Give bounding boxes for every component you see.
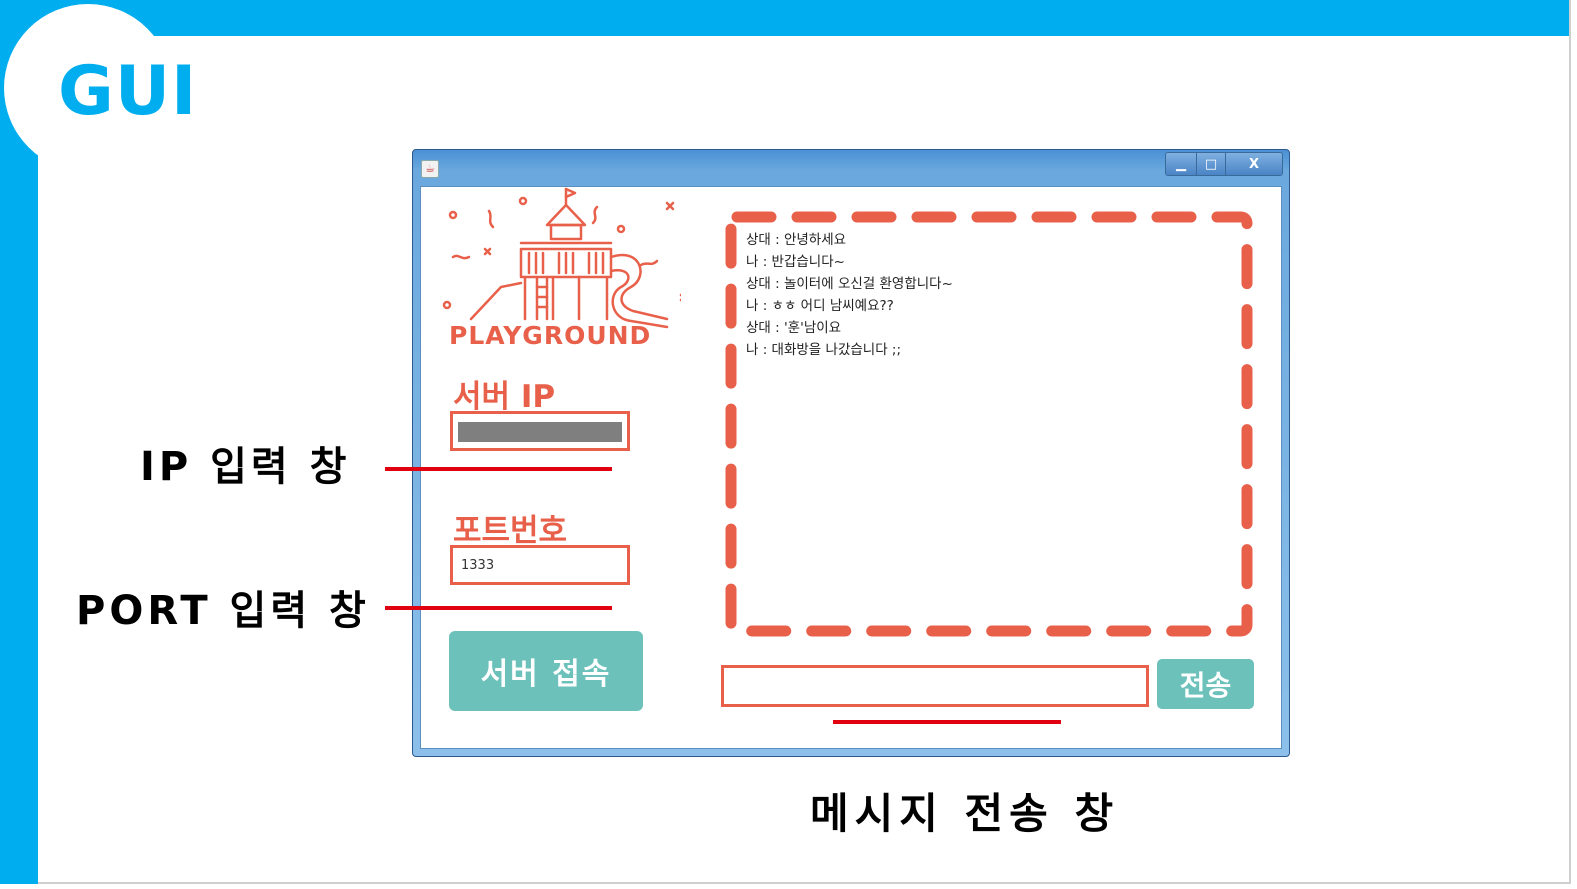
- annotation-ip-input: IP 입력 창: [140, 444, 351, 490]
- send-button[interactable]: 전송: [1157, 659, 1254, 709]
- window-titlebar[interactable]: ☕ ▁ □ X: [413, 150, 1289, 186]
- server-connect-button[interactable]: 서버 접속: [449, 631, 643, 711]
- annotation-line-ip: [385, 467, 612, 471]
- close-button[interactable]: X: [1226, 153, 1282, 175]
- window-client-area: PLAYGROUND 서버 IP 포트번호 서버 접속 상대 : 안녕하세요 나…: [420, 186, 1282, 749]
- app-window: ☕ ▁ □ X: [412, 149, 1290, 757]
- port-label: 포트번호: [453, 513, 568, 549]
- playground-logo-icon: [442, 187, 681, 329]
- chat-message: 상대 : 안녕하세요: [746, 232, 847, 248]
- java-cup-icon: ☕: [421, 160, 439, 178]
- annotation-message-input: 메시지 전송 창: [810, 789, 1120, 838]
- port-input[interactable]: [453, 548, 627, 582]
- slide-top-bar: [0, 0, 1569, 36]
- chat-log[interactable]: 상대 : 안녕하세요 나 : 반갑습니다~ 상대 : 놀이터에 오신걸 환영합니…: [746, 229, 1226, 361]
- ip-input[interactable]: [458, 421, 622, 442]
- window-controls: ▁ □ X: [1165, 152, 1283, 176]
- chat-message: 상대 : 놀이터에 오신걸 환영합니다~: [746, 276, 953, 292]
- minimize-button[interactable]: ▁: [1166, 153, 1197, 175]
- server-ip-label: 서버 IP: [453, 379, 556, 415]
- message-input[interactable]: [724, 668, 1146, 704]
- chat-message: 나 : ㅎㅎ 어디 남씨예요??: [746, 298, 894, 314]
- logo-text: PLAYGROUND: [449, 321, 652, 350]
- maximize-button[interactable]: □: [1197, 153, 1226, 175]
- annotation-line-message: [833, 720, 1061, 724]
- annotation-line-port: [385, 606, 612, 610]
- ip-field[interactable]: [450, 411, 630, 451]
- chat-message: 나 : 반갑습니다~: [746, 254, 845, 270]
- slide-title: GUI: [58, 52, 198, 131]
- chat-message: 상대 : '훈'남이요: [746, 320, 842, 336]
- chat-message: 나 : 대화방을 나갔습니다 ;;: [746, 342, 902, 358]
- annotation-port-input: PORT 입력 창: [76, 588, 370, 634]
- chat-frame: [725, 211, 1253, 637]
- message-field[interactable]: [721, 665, 1149, 707]
- port-field[interactable]: [450, 545, 630, 585]
- title-circle: [4, 4, 172, 172]
